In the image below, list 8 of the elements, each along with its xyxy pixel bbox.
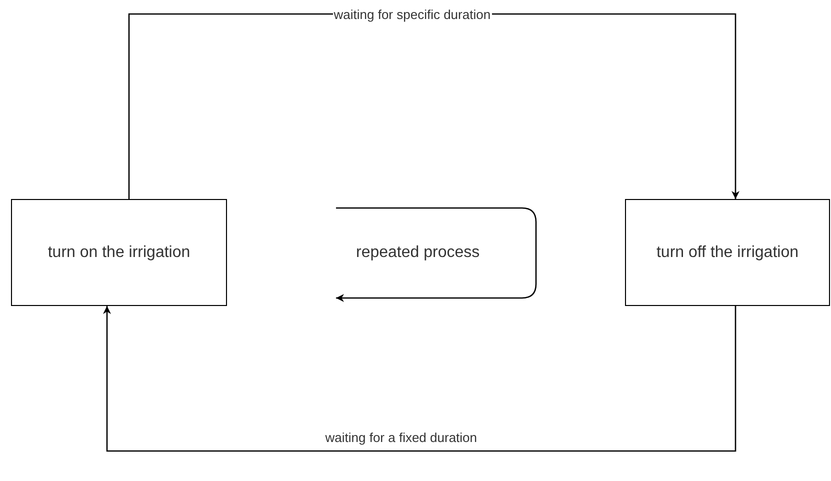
note-text: repeated process xyxy=(355,244,481,262)
process-box xyxy=(11,199,227,306)
edge-label: waiting for specific duration xyxy=(332,6,492,22)
box-text: turn off the irrigation xyxy=(656,244,798,262)
box-text: turn on the irrigation xyxy=(48,244,190,262)
process-box xyxy=(625,199,830,306)
arrow xyxy=(103,306,736,452)
edge-label: waiting for a fixed duration xyxy=(324,430,478,444)
